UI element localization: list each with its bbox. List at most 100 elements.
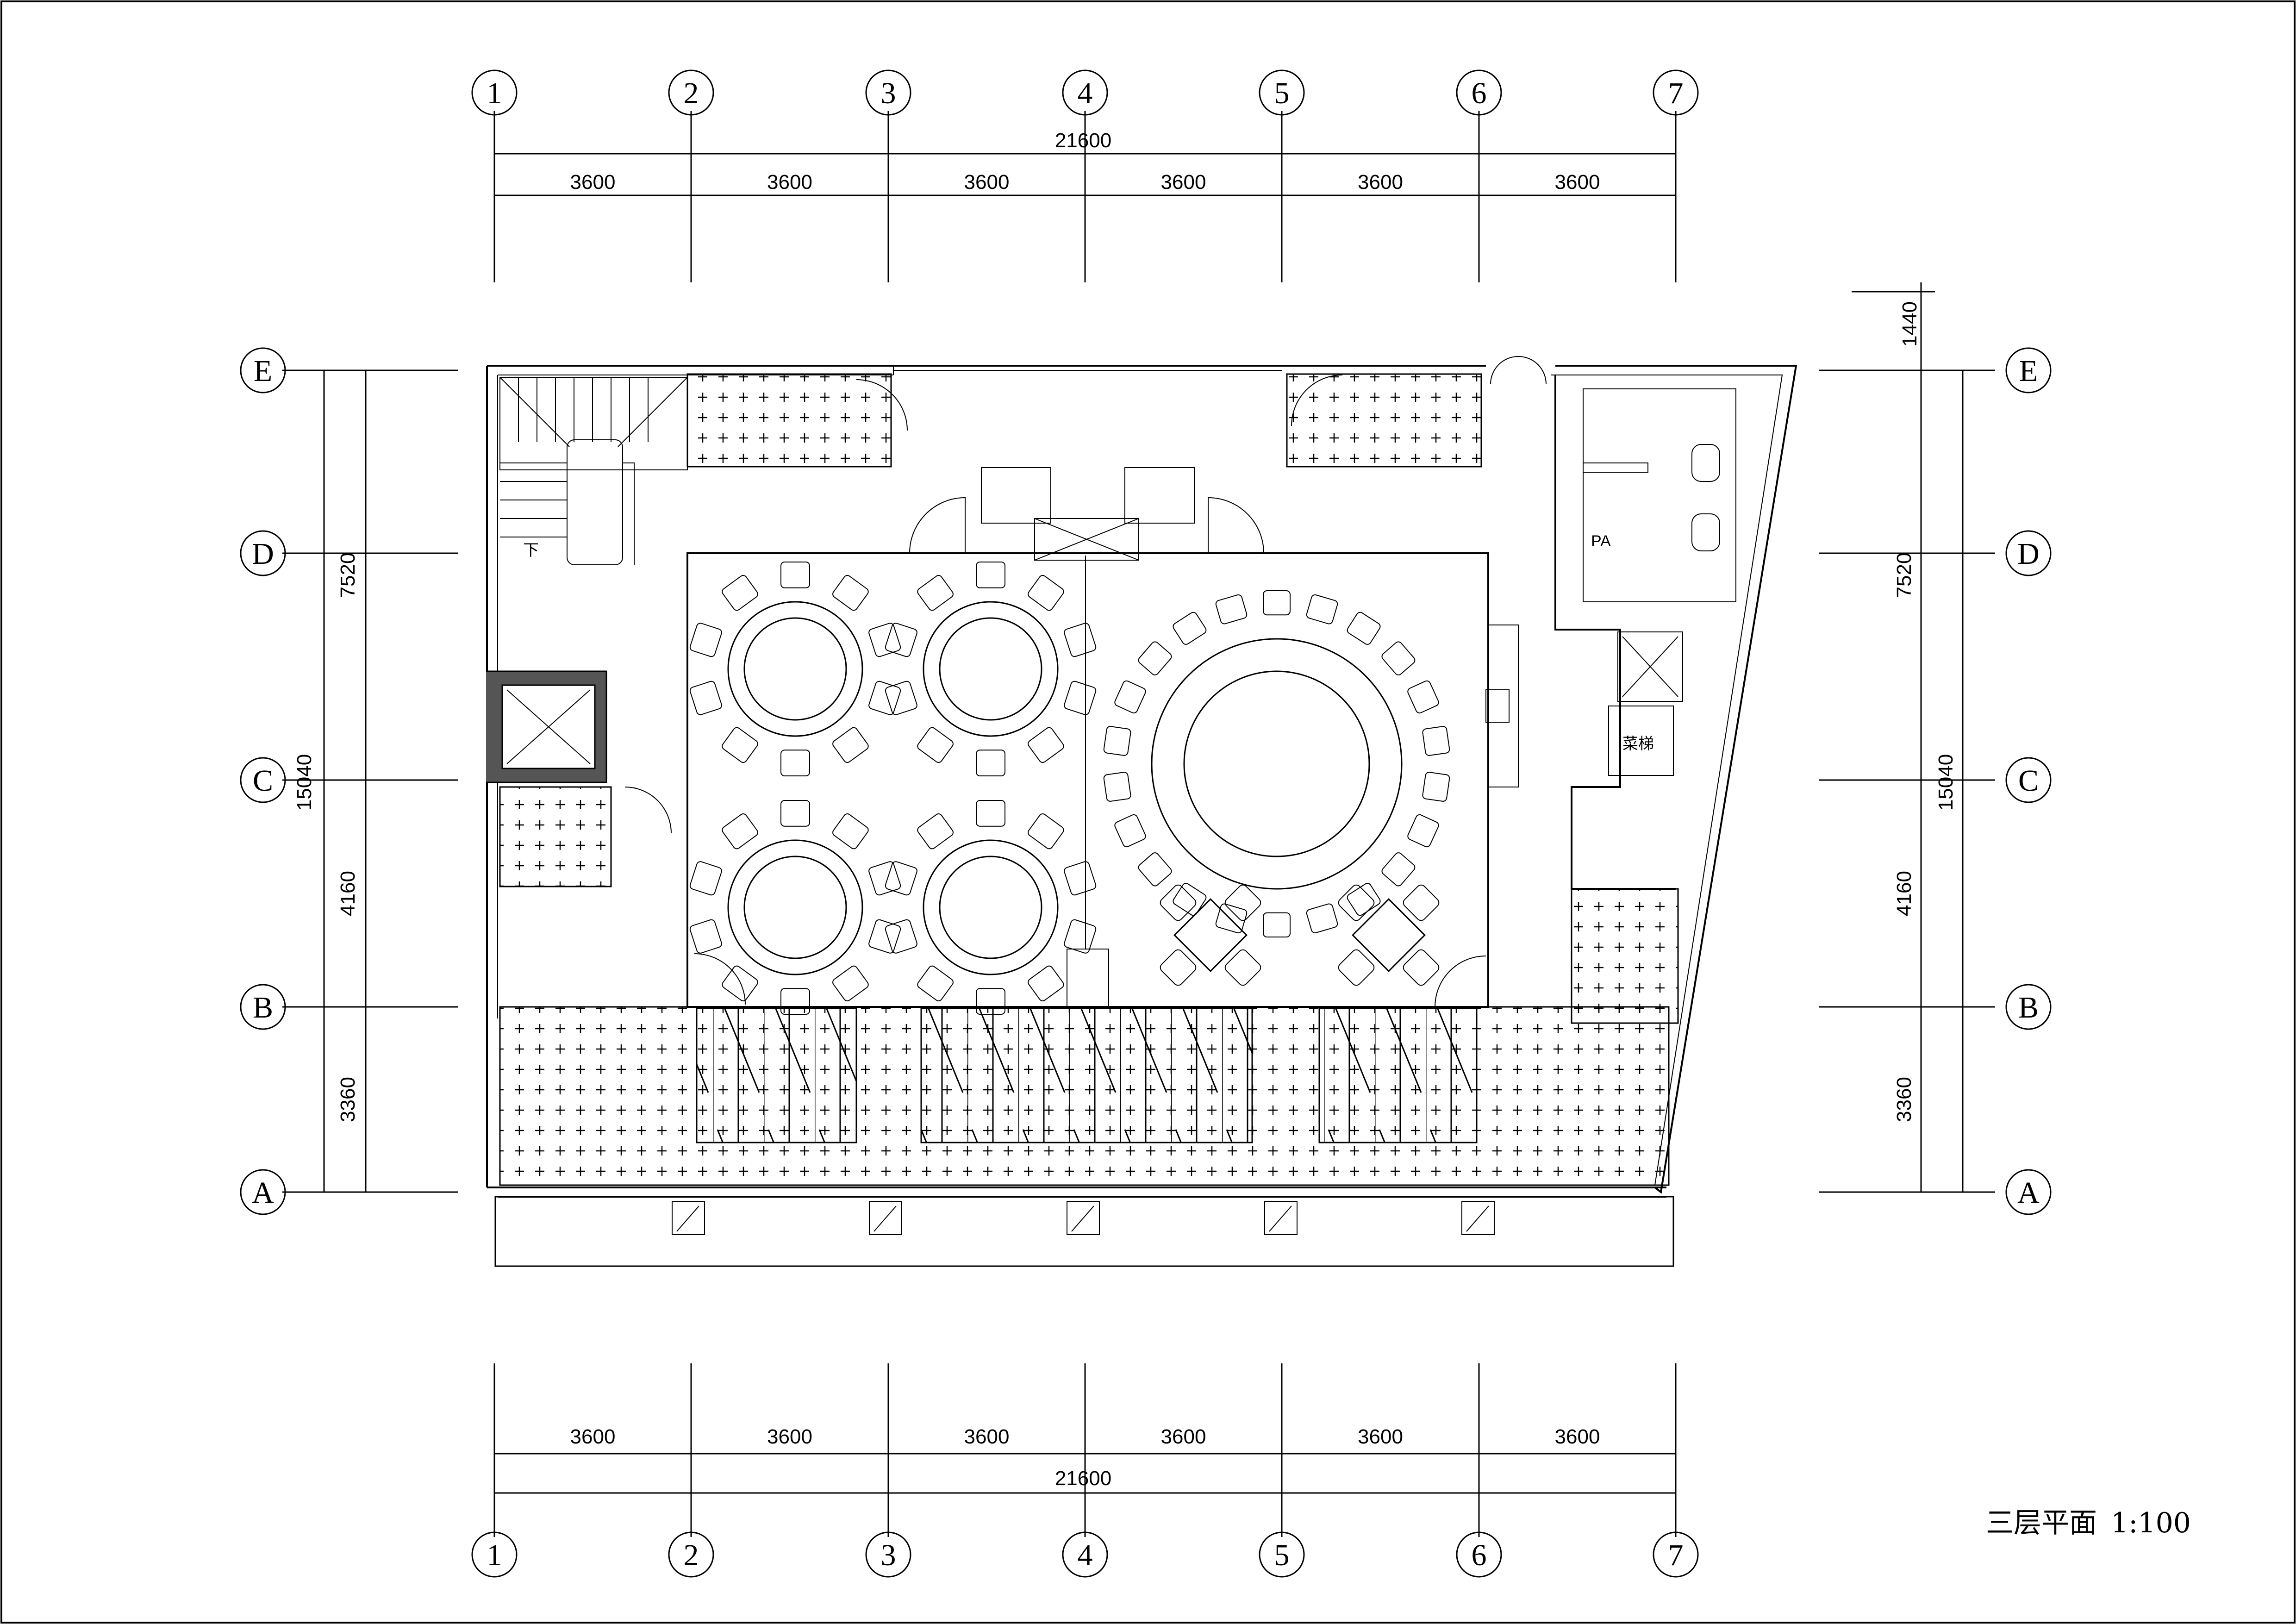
chair bbox=[832, 575, 869, 611]
chair bbox=[1407, 680, 1439, 714]
dim-left-span: 3360 bbox=[337, 1077, 359, 1122]
chair bbox=[885, 861, 917, 896]
chair bbox=[722, 965, 758, 1001]
round-table bbox=[885, 800, 1097, 1015]
axis-bubble-row-right-circle bbox=[2005, 1169, 2052, 1215]
chair bbox=[885, 623, 917, 657]
chair bbox=[1403, 884, 1440, 921]
axis-bubble-col-bottom-circle bbox=[1259, 1531, 1305, 1578]
axis-bubble-col-top: 5 bbox=[1274, 76, 1290, 110]
dim-top-span: 3600 bbox=[1555, 171, 1600, 194]
axis-bubble-col-top: 6 bbox=[1472, 76, 1487, 110]
chair bbox=[885, 681, 917, 715]
chair bbox=[868, 623, 901, 657]
wood-deck-1 bbox=[696, 1007, 857, 1143]
dim-left-total: 15040 bbox=[293, 754, 316, 811]
chair bbox=[1103, 772, 1131, 802]
axis-bubble-row-left-circle bbox=[240, 347, 286, 394]
chair bbox=[1407, 814, 1439, 848]
chair bbox=[1403, 949, 1440, 986]
chair bbox=[1338, 884, 1375, 921]
axis-bubble-row-right-circle bbox=[2005, 530, 2052, 576]
east-terrace bbox=[1571, 888, 1679, 1024]
axis-bubble-row-left-circle bbox=[240, 1169, 286, 1215]
chair bbox=[917, 727, 954, 763]
chair bbox=[1160, 884, 1197, 921]
axis-bubble-row-left: E bbox=[254, 354, 272, 388]
dim-bottom-span: 3600 bbox=[570, 1425, 616, 1448]
axis-bubble-col-top-circle bbox=[1456, 69, 1502, 116]
axis-bubble-row-right: C bbox=[2018, 764, 2039, 798]
chair bbox=[689, 623, 722, 657]
axis-bubble-row-left: C bbox=[253, 764, 273, 798]
canopy-posts bbox=[672, 1201, 1495, 1235]
staircase bbox=[499, 377, 688, 565]
chair bbox=[780, 988, 810, 1015]
axis-bubble-row-right: B bbox=[2018, 991, 2039, 1024]
chair bbox=[1263, 912, 1291, 937]
chair bbox=[780, 562, 810, 588]
axis-bubble-col-bottom: 5 bbox=[1274, 1538, 1290, 1572]
terrace-edge bbox=[487, 1187, 1666, 1198]
axis-bubble-row-right-circle bbox=[2005, 984, 2052, 1030]
dim-bottom-span: 3600 bbox=[1358, 1425, 1403, 1448]
axis-bubble-row-right-circle bbox=[2005, 757, 2052, 803]
chair bbox=[868, 681, 901, 715]
axis-bubble-col-top: 1 bbox=[487, 76, 502, 110]
chair bbox=[1138, 641, 1172, 675]
chair bbox=[1347, 612, 1381, 645]
dimension-left: 15040 3360 4160 7520 bbox=[293, 370, 367, 1192]
dim-top-span: 3600 bbox=[570, 171, 616, 194]
chair bbox=[1306, 903, 1338, 934]
chair bbox=[976, 800, 1005, 827]
dim-bottom-total: 21600 bbox=[1055, 1467, 1111, 1490]
chair bbox=[1381, 852, 1416, 887]
dim-right-span: 7520 bbox=[1893, 553, 1915, 598]
chair bbox=[1160, 949, 1197, 986]
chair bbox=[832, 727, 869, 763]
axis-bubble-col-bottom: 1 bbox=[487, 1538, 502, 1572]
axis-bubble-col-bottom: 2 bbox=[684, 1538, 699, 1572]
west-elevator bbox=[486, 670, 607, 783]
chair bbox=[1064, 681, 1097, 715]
dim-left-span: 7520 bbox=[337, 553, 359, 598]
dim-right-span: 4160 bbox=[1893, 871, 1915, 916]
dim-bottom-span: 3600 bbox=[964, 1425, 1010, 1448]
chair bbox=[1347, 883, 1381, 916]
dim-left-span: 4160 bbox=[337, 871, 359, 916]
axis-bubble-col-top-circle bbox=[471, 69, 518, 116]
chair bbox=[917, 965, 954, 1001]
axis-bubble-col-bottom-circle bbox=[1653, 1531, 1699, 1578]
wood-deck-3 bbox=[1318, 1007, 1478, 1143]
dim-bottom-span: 3600 bbox=[767, 1425, 812, 1448]
axis-bubble-col-top: 2 bbox=[684, 76, 699, 110]
chair bbox=[780, 800, 810, 827]
chair bbox=[1028, 965, 1064, 1001]
chair bbox=[689, 861, 722, 896]
dim-top-span: 3600 bbox=[767, 171, 812, 194]
chair bbox=[1028, 813, 1064, 849]
chair bbox=[917, 813, 954, 849]
axis-bubble-col-top-circle bbox=[865, 69, 911, 116]
axis-bubble-col-bottom: 3 bbox=[881, 1538, 896, 1572]
stair-down-label: 下 bbox=[523, 542, 539, 559]
canopy bbox=[494, 1196, 1674, 1267]
service-core bbox=[1485, 375, 1736, 890]
chair bbox=[832, 813, 869, 849]
chair bbox=[780, 750, 810, 776]
chair bbox=[1224, 884, 1261, 921]
grid-lines bbox=[282, 111, 1995, 1537]
axis-bubble-row-right: D bbox=[2017, 537, 2040, 571]
axis-bubble-row-left: B bbox=[253, 991, 273, 1024]
axis-bubble-row-right-circle bbox=[2005, 347, 2052, 394]
chair bbox=[1263, 590, 1291, 616]
dim-right-total: 15040 bbox=[1934, 754, 1957, 811]
chair bbox=[689, 919, 722, 954]
axis-bubble-row-left: A bbox=[252, 1176, 274, 1210]
axis-bubble-col-top-circle bbox=[1259, 69, 1305, 116]
square-table bbox=[1338, 884, 1440, 986]
axis-bubble-col-bottom: 7 bbox=[1668, 1538, 1684, 1572]
